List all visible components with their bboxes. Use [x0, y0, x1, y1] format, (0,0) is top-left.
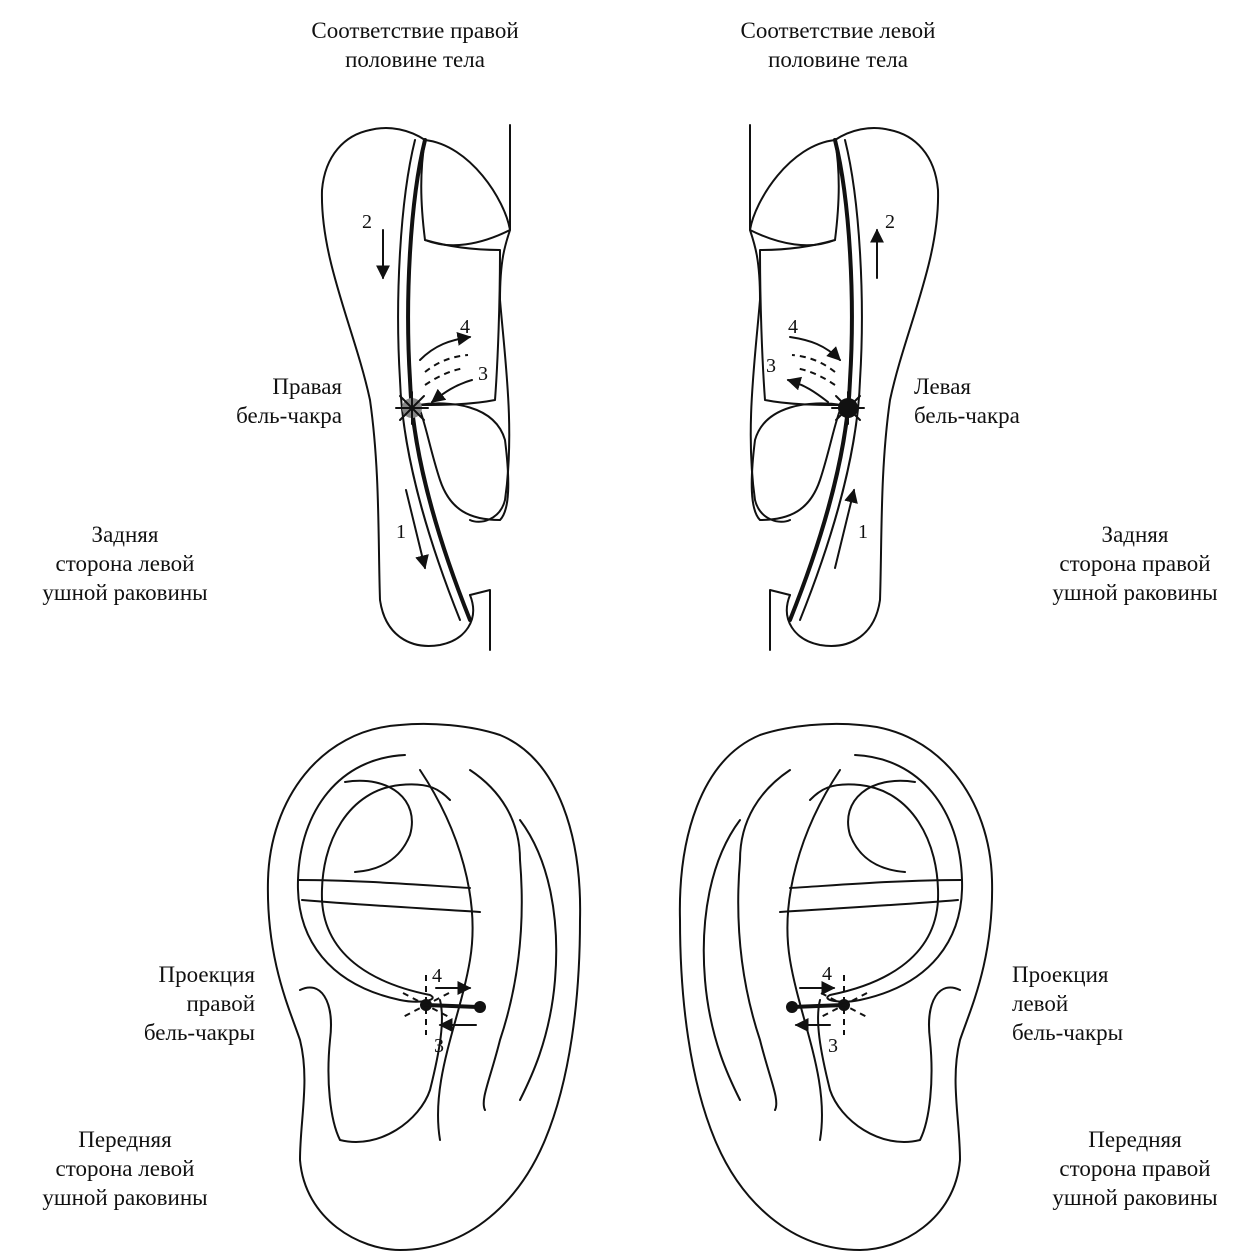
num-1-right: 1 [858, 521, 868, 543]
right-bel-chakra-mark [396, 392, 428, 424]
num-3-front-left: 3 [434, 1035, 444, 1057]
num-3-front-right: 3 [828, 1035, 838, 1057]
num-3-right: 3 [766, 355, 776, 377]
back-right-ear [750, 125, 938, 650]
num-2-right: 2 [885, 211, 895, 233]
arrow-1 [406, 490, 425, 568]
front-right-ear [680, 724, 992, 1250]
num-1: 1 [396, 521, 406, 543]
num-3: 3 [478, 363, 488, 385]
num-4-front-right: 4 [822, 963, 832, 985]
num-2: 2 [362, 211, 372, 233]
num-4-right: 4 [788, 316, 798, 338]
back-left-ear: 2 1 4 3 [322, 125, 510, 650]
left-bel-chakra-mark [832, 392, 864, 424]
arrow-4 [420, 337, 470, 360]
num-4: 4 [460, 316, 470, 338]
arrow-3 [432, 380, 472, 402]
num-4-front-left: 4 [432, 965, 442, 987]
front-left-ear: 4 3 [268, 724, 580, 1250]
